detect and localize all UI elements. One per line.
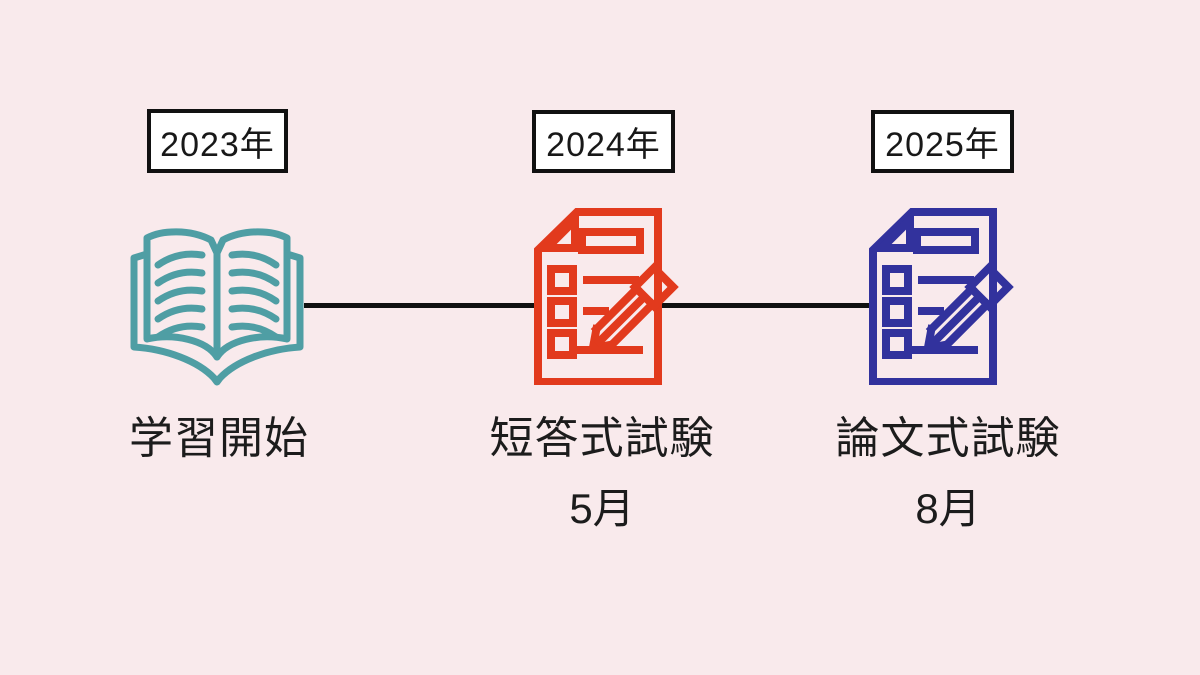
exam-sheet-svg [869,208,1014,386]
year-box-2023: 2023年 [147,109,288,173]
year-label: 2023年 [160,125,275,164]
year-box-2024: 2024年 [532,110,675,173]
open-book-icon [122,227,312,394]
stage-label-study-start: 学習開始 [129,414,309,463]
open-book-svg [130,228,304,386]
exam-sheet-svg [534,208,679,386]
exam-sheet-pencil-icon-blue [866,205,1016,390]
year-box-2025: 2025年 [871,110,1014,173]
timeline-connector-2 [657,303,874,308]
exam-sheet-pencil-icon-orange [531,205,681,390]
year-label: 2024年 [546,126,661,164]
stage-label-essay-exam: 論文式試験 [835,414,1061,463]
stage-label-short-answer-exam: 短答式試験 [489,414,715,463]
year-label: 2025年 [885,126,1000,164]
timeline-connector-1 [304,303,538,308]
month-label-may: 5月 [569,485,635,532]
month-label-august: 8月 [915,485,981,532]
